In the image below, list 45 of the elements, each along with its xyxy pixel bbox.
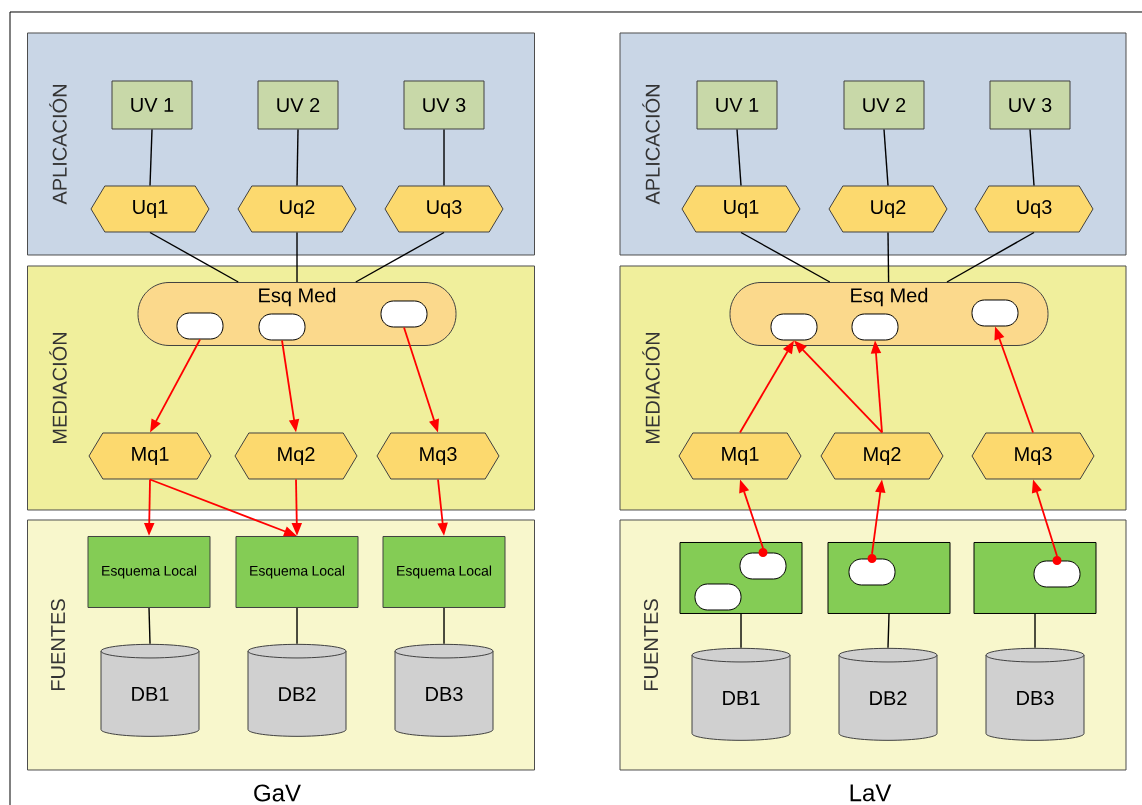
pill-shape: [848, 554, 896, 586]
schema-box: Esquema Local: [235, 536, 359, 608]
connector-line: [883, 128, 889, 187]
connector-line: [1029, 128, 1035, 187]
layer-title: APLICACIÓN: [49, 85, 67, 205]
connector-line: [887, 231, 890, 283]
schema-box: Esquema Local: [87, 536, 211, 608]
schema-box: Esquema Local: [382, 536, 506, 608]
layer-title: APLICACIÓN: [642, 85, 660, 205]
layer-title: MEDIACIÓN: [49, 332, 67, 443]
connector-line: [296, 231, 298, 283]
connector-line: [149, 128, 153, 187]
database-cylinder: DB3: [394, 643, 494, 737]
pill-shape: [770, 313, 818, 341]
connector-line: [148, 607, 151, 645]
view-box: UV 1: [696, 80, 778, 130]
database-cylinder: DB1: [100, 643, 200, 737]
connector-line: [1034, 613, 1036, 649]
connector-line: [443, 607, 445, 645]
pill-shape: [176, 312, 224, 340]
view-box: UV 2: [257, 80, 339, 130]
connector-line: [296, 128, 299, 187]
pill-shape: [258, 313, 306, 341]
database-cylinder: DB1: [691, 647, 791, 741]
view-box: UV 3: [989, 80, 1071, 130]
database-cylinder: DB2: [247, 643, 347, 737]
view-box: UV 2: [843, 80, 925, 130]
pill-shape: [739, 548, 787, 580]
connector-line: [443, 128, 445, 187]
layer-title: MEDIACIÓN: [642, 332, 660, 443]
connector-line: [736, 128, 742, 187]
pill-shape: [851, 313, 899, 341]
view-box: UV 3: [403, 80, 485, 130]
connector-line: [296, 607, 298, 645]
pill-shape: [1033, 556, 1081, 588]
panel-caption: GaV: [254, 784, 301, 802]
panel-caption: LaV: [850, 784, 892, 802]
connector-line: [887, 613, 890, 649]
connector-line: [740, 613, 742, 649]
database-cylinder: DB2: [838, 647, 938, 741]
layer-title: FUENTES: [643, 599, 659, 690]
pill-shape: [694, 583, 742, 611]
layer-title: FUENTES: [50, 599, 66, 690]
view-box: UV 1: [111, 80, 193, 130]
database-cylinder: DB3: [985, 647, 1085, 741]
